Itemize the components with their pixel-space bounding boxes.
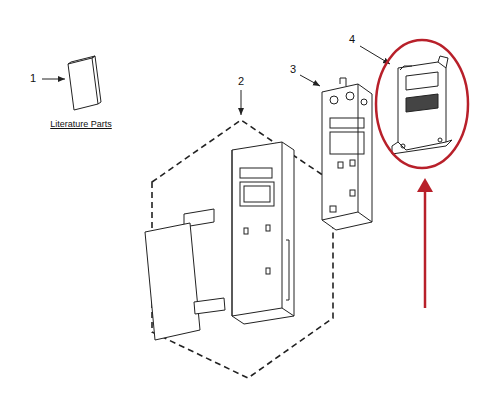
callout-number: 3 (290, 63, 296, 76)
callout-number: 2 (238, 75, 244, 88)
part-label: Literature Parts (50, 119, 112, 130)
callout-number: 1 (30, 72, 36, 85)
callout-number: 4 (349, 33, 355, 46)
